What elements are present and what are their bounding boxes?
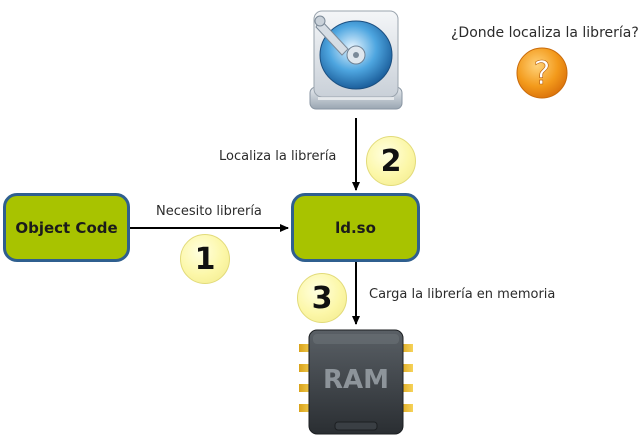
question-mark-icon: ? bbox=[516, 47, 568, 99]
edge-label-necesito: Necesito librería bbox=[156, 204, 262, 219]
ram-label: RAM bbox=[323, 365, 389, 395]
step-1-badge: 1 bbox=[180, 234, 230, 284]
svg-text:?: ? bbox=[534, 54, 551, 92]
object-code-box: Object Code bbox=[3, 193, 130, 262]
ldso-box: ld.so bbox=[291, 193, 420, 262]
edge-label-carga: Carga la librería en memoria bbox=[369, 287, 556, 302]
object-code-label: Object Code bbox=[15, 218, 118, 237]
edge-label-localiza: Localiza la librería bbox=[219, 149, 337, 164]
step-3-badge: 3 bbox=[297, 273, 347, 323]
step-2-badge: 2 bbox=[366, 136, 416, 186]
ram-chip-icon: RAM bbox=[299, 329, 413, 435]
ldso-label: ld.so bbox=[335, 218, 376, 237]
question-text: ¿Donde localiza la librería? bbox=[451, 25, 639, 41]
hard-disk-icon bbox=[309, 10, 403, 110]
